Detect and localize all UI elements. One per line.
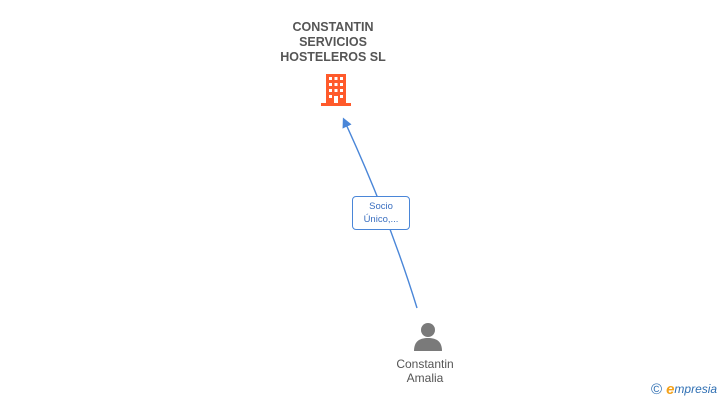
company-name-line-3: HOSTELEROS SL [280, 50, 386, 64]
relation-label-line-1: Socio [369, 201, 393, 212]
person-name-line-1: Constantin [396, 357, 454, 371]
company-name-line-2: SERVICIOS [299, 35, 367, 49]
relation-label[interactable]: Socio Único,... [352, 196, 410, 230]
relation-label-line-2: Único,... [363, 214, 399, 225]
person-icon[interactable] [413, 321, 443, 351]
person-name[interactable]: Constantin Amalia [365, 357, 485, 385]
company-name-line-1: CONSTANTIN [292, 20, 374, 34]
copyright-icon: © [651, 380, 663, 398]
brand-initial: e [666, 380, 675, 398]
company-name[interactable]: CONSTANTIN SERVICIOS HOSTELEROS SL [233, 20, 433, 65]
empresia-watermark[interactable]: © e mpresia [651, 380, 717, 398]
building-icon[interactable] [320, 73, 352, 107]
person-name-line-2: Amalia [406, 371, 444, 385]
brand-name: mpresia [674, 382, 718, 396]
